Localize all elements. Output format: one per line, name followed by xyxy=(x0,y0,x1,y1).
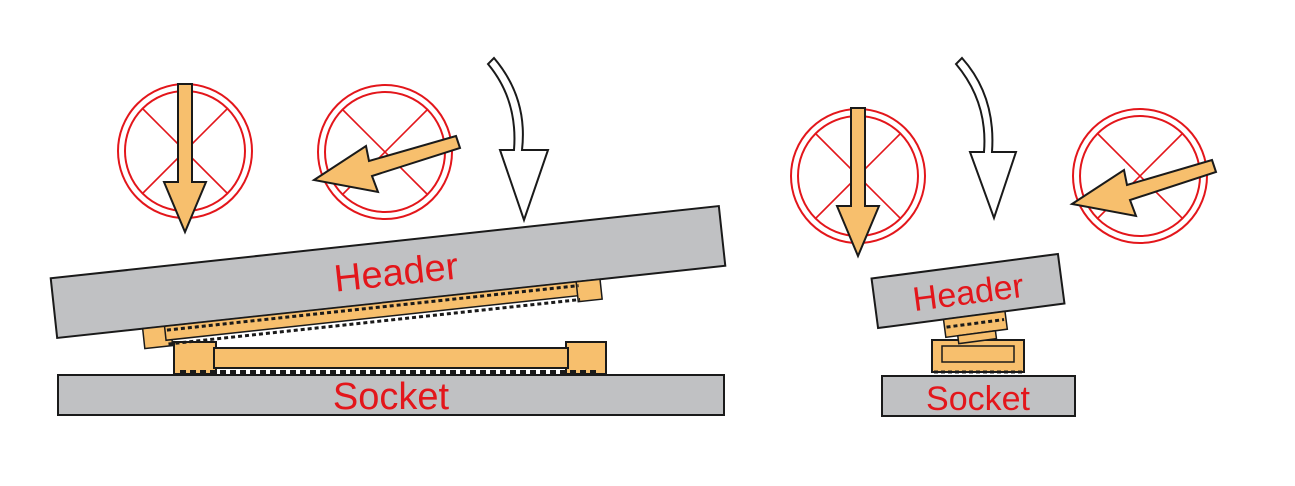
correct-rotation-arrow-icon xyxy=(486,56,550,224)
left-socket-label: Socket xyxy=(333,376,450,418)
right-socket-label: Socket xyxy=(926,380,1030,418)
right-socket-connector xyxy=(931,339,1025,374)
right-assembly: Socket Header xyxy=(790,56,1218,418)
correct-rotation-arrow-icon-right xyxy=(954,56,1018,222)
right-header-group: Header xyxy=(870,252,1066,345)
left-plug-connector xyxy=(141,278,603,350)
left-header-group: Header xyxy=(49,204,727,350)
left-socket-board: Socket xyxy=(57,374,725,418)
prohibited-angled-icon xyxy=(311,84,462,220)
prohibited-angled-icon-right xyxy=(1069,108,1218,244)
right-socket-board: Socket xyxy=(881,375,1076,418)
left-socket-connector xyxy=(173,341,607,375)
right-plug-connector xyxy=(942,310,1009,345)
left-assembly: Socket Header xyxy=(49,56,727,418)
prohibited-vertical-icon-right xyxy=(790,107,926,259)
prohibited-vertical-icon xyxy=(117,83,253,235)
